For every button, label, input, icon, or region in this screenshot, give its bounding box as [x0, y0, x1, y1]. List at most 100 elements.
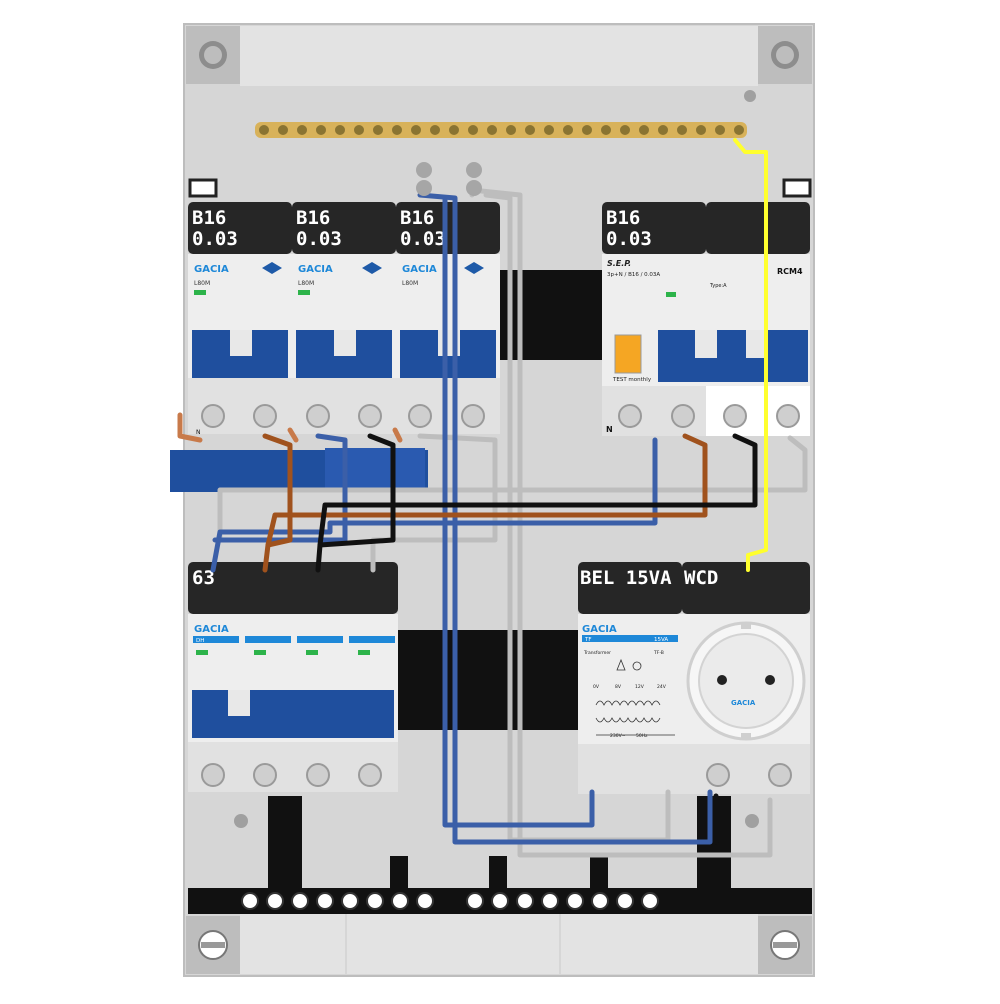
transformer-rating: 15VA: [654, 637, 668, 643]
screw-icon: [563, 125, 573, 135]
screw-icon: [316, 892, 334, 910]
mcb-3[interactable]: B16 0.03 GACIA L80M: [396, 202, 500, 434]
entry-screws: [416, 162, 482, 196]
screw-icon: [411, 125, 421, 135]
earth-bar: [255, 122, 747, 138]
screw-icon: [259, 125, 269, 135]
transformer-volt-0: 0V: [593, 684, 600, 690]
wall-socket[interactable]: WCD GACIA: [682, 562, 810, 794]
screw-icon: [723, 404, 747, 428]
screw-icon: [491, 892, 509, 910]
screw-icon: [525, 125, 535, 135]
screw-icon: [354, 125, 364, 135]
bell-transformer[interactable]: BEL 15VA GACIA TF 15VA Transformer TF-B …: [578, 562, 682, 794]
terminal-screws-top: [201, 404, 800, 428]
test-button-icon[interactable]: [614, 334, 642, 374]
transformer-freq: 50Hz: [636, 733, 648, 739]
screw-icon: [341, 892, 359, 910]
screw-icon: [601, 125, 611, 135]
screw-icon: [266, 892, 284, 910]
corner-screw-icons: [186, 26, 812, 974]
mcb-1-terminal: N: [196, 429, 201, 436]
screw-icon: [391, 892, 409, 910]
screw-icon: [416, 892, 434, 910]
mcb-1-brand: GACIA: [194, 264, 229, 275]
screw-icon: [541, 892, 559, 910]
transformer-volt-3: 24V: [657, 684, 667, 690]
din-rail-cover: [398, 630, 578, 730]
screw-icon: [201, 404, 225, 428]
mcb-3-rating: B16: [400, 207, 434, 229]
rcbo-module[interactable]: B16 0.03 S.E.P. 3p+N / B16 / 0.03A TEST …: [602, 202, 706, 436]
mcb-3-model: L80M: [402, 280, 418, 287]
screw-icon: [671, 404, 695, 428]
mcb-2-model: L80M: [298, 280, 314, 287]
transformer-subtitle: Transformer: [583, 650, 611, 656]
transformer-symbol-icon: [595, 658, 661, 723]
main-switch-brand: GACIA: [194, 624, 229, 635]
screw-icon: [306, 763, 330, 787]
rcbo-rating: B16: [606, 207, 640, 229]
screw-icon: [706, 763, 730, 787]
transformer-model: TF: [584, 637, 592, 643]
mcb-2-brand: GACIA: [298, 264, 333, 275]
mcb-1[interactable]: B16 0.03 GACIA L80M N: [188, 202, 292, 436]
screw-icon: [582, 125, 592, 135]
rcbo-terminal: N: [606, 425, 613, 434]
rcbo-spec: 3p+N / B16 / 0.03A: [607, 272, 660, 278]
screw-icon: [641, 892, 659, 910]
screw-icon: [466, 892, 484, 910]
transformer-volt-1: 8V: [615, 684, 622, 690]
screw-icon: [734, 125, 744, 135]
screw-icon: [201, 763, 225, 787]
screw-icon: [253, 763, 277, 787]
main-switch-rating: 63: [192, 567, 215, 589]
screw-icon: [487, 125, 497, 135]
screw-icon: [306, 404, 330, 428]
screw-icon: [776, 404, 800, 428]
screw-icon: [449, 125, 459, 135]
mcb-3-sensitivity: 0.03: [400, 228, 446, 250]
screw-icon: [366, 892, 384, 910]
rcbo-brand: S.E.P.: [607, 259, 631, 268]
mcb-2[interactable]: B16 0.03 GACIA L80M: [292, 202, 396, 434]
neutral-bar-bottom: [188, 796, 812, 914]
main-switch-model: DH: [196, 638, 204, 644]
screw-icon: [768, 763, 792, 787]
screw-icon: [241, 892, 259, 910]
transformer-brand: GACIA: [582, 624, 617, 635]
screw-icon: [566, 892, 584, 910]
main-switch[interactable]: 63 GACIA DH: [188, 562, 398, 792]
mcb-2-sensitivity: 0.03: [296, 228, 342, 250]
screw-icon: [516, 892, 534, 910]
screw-icon: [745, 814, 759, 828]
screw-icon: [461, 404, 485, 428]
rcbo-sensitivity: 0.03: [606, 228, 652, 250]
transformer-input: 230V~: [610, 733, 626, 739]
screw-icon: [392, 125, 402, 135]
socket-label: WCD: [684, 567, 718, 589]
screw-icon: [316, 125, 326, 135]
screw-icon: [744, 90, 756, 102]
rcm-type: Type:A: [709, 283, 727, 289]
transformer-volt-2: 12V: [635, 684, 645, 690]
screw-icon: [618, 404, 642, 428]
din-rail-cover: [500, 270, 605, 360]
screw-icon: [358, 763, 382, 787]
screw-icon: [658, 125, 668, 135]
screw-icon: [696, 125, 706, 135]
mcb-3-brand: GACIA: [402, 264, 437, 275]
screw-icon: [335, 125, 345, 135]
screw-icon: [373, 125, 383, 135]
transformer-code: TF-B: [653, 650, 664, 656]
screw-icon: [468, 125, 478, 135]
rcbo-test-label: TEST monthly: [612, 377, 652, 383]
screw-icon: [430, 125, 440, 135]
screw-icon: [408, 404, 432, 428]
screw-icon: [297, 125, 307, 135]
screw-icon: [253, 404, 277, 428]
screw-icon: [278, 125, 288, 135]
transformer-label: BEL 15VA: [580, 567, 672, 589]
